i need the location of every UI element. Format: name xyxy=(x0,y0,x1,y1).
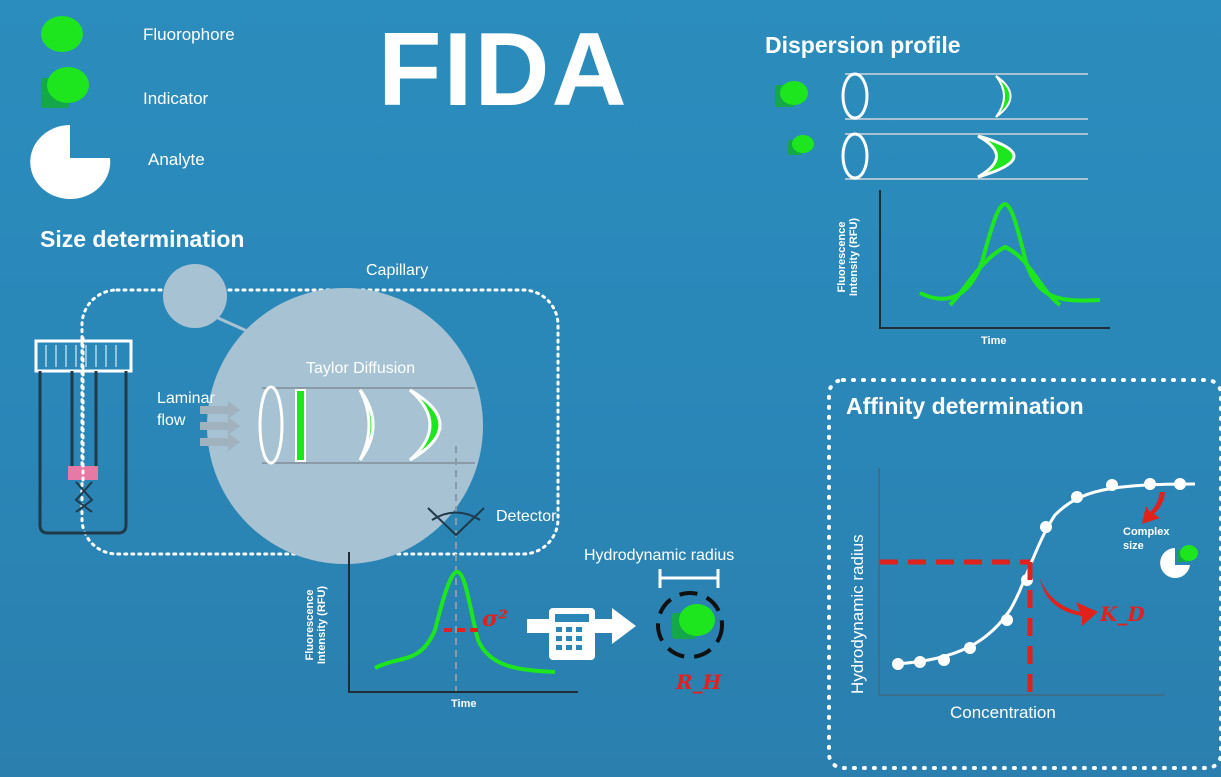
legend-fluorophore-label: Fluorophore xyxy=(143,25,235,44)
dispersion-chart-ylabel-line2: Intensity (RFU) xyxy=(848,217,860,297)
plug-band xyxy=(295,389,306,462)
binding-curve xyxy=(894,482,1196,666)
analyte-icon xyxy=(30,125,111,199)
page-title: FIDA xyxy=(378,12,629,128)
complex-icon xyxy=(1160,545,1198,578)
indicator-small-icon-1 xyxy=(775,81,808,107)
hydrodynamic-radius-label: Hydrodynamic radius xyxy=(584,547,735,564)
affinity-determination-title: Affinity determination xyxy=(846,393,1084,419)
complex-label: Complex xyxy=(1123,526,1170,538)
size-determination-title: Size determination xyxy=(40,226,245,252)
radius-bar xyxy=(658,569,720,588)
detector-label: Detector xyxy=(496,508,557,525)
flow-label: flow xyxy=(157,412,186,429)
taylor-diffusion-label: Taylor Diffusion xyxy=(306,360,416,377)
size-chart-ylabel: Fluorescence Intensity (RFU) xyxy=(304,570,328,680)
dispersion-chart-ylabel: Fluorescence Intensity (RFU) xyxy=(836,202,860,312)
taylor-diffusion-zoom-circle xyxy=(207,288,483,564)
magnifier-source-circle xyxy=(163,264,227,328)
kd-label: K_D xyxy=(1100,602,1145,626)
dispersion-tube-1 xyxy=(841,72,1088,120)
size-chart-xlabel: Time xyxy=(451,698,477,710)
binding-data-points xyxy=(892,478,1186,670)
indicator-small-icon-2 xyxy=(788,135,814,155)
legend-indicator-label: Indicator xyxy=(143,89,209,108)
dispersion-chart-xlabel: Time xyxy=(981,335,1007,347)
sigma-label: σ² xyxy=(482,606,508,632)
kd-arrow xyxy=(1040,578,1098,626)
dispersion-profile-title: Dispersion profile xyxy=(765,32,961,58)
dispersion-narrow-peak xyxy=(919,201,1101,303)
rh-label: R_H xyxy=(676,670,722,694)
legend-analyte-label: Analyte xyxy=(148,150,205,169)
affinity-xlabel: Concentration xyxy=(950,703,1056,722)
dispersion-wide-peak xyxy=(948,244,1062,307)
capillary-label: Capillary xyxy=(366,262,429,279)
complex-size-arrow xyxy=(1142,492,1165,524)
calculator-icon xyxy=(549,608,595,660)
fluorophore-icon xyxy=(41,16,83,52)
complex-radius-icon xyxy=(656,591,724,659)
sample-vial-icon xyxy=(34,336,133,535)
laminar-flow-arrows xyxy=(200,401,240,451)
dispersion-tube-2 xyxy=(841,132,1088,180)
size-chart-ylabel-line1: Fluorescence xyxy=(304,589,316,661)
size-chart-ylabel-line2: Intensity (RFU) xyxy=(316,585,328,665)
indicator-icon xyxy=(41,67,89,108)
affinity-ylabel: Hydrodynamic radius xyxy=(848,534,867,694)
affinity-box xyxy=(827,378,1221,770)
complex-size-label: size xyxy=(1123,540,1144,552)
laminar-label: Laminar xyxy=(157,390,215,407)
dispersion-chart-ylabel-line1: Fluorescence xyxy=(836,221,848,293)
capillary-opening xyxy=(258,385,284,465)
size-peak-curve xyxy=(374,569,556,674)
